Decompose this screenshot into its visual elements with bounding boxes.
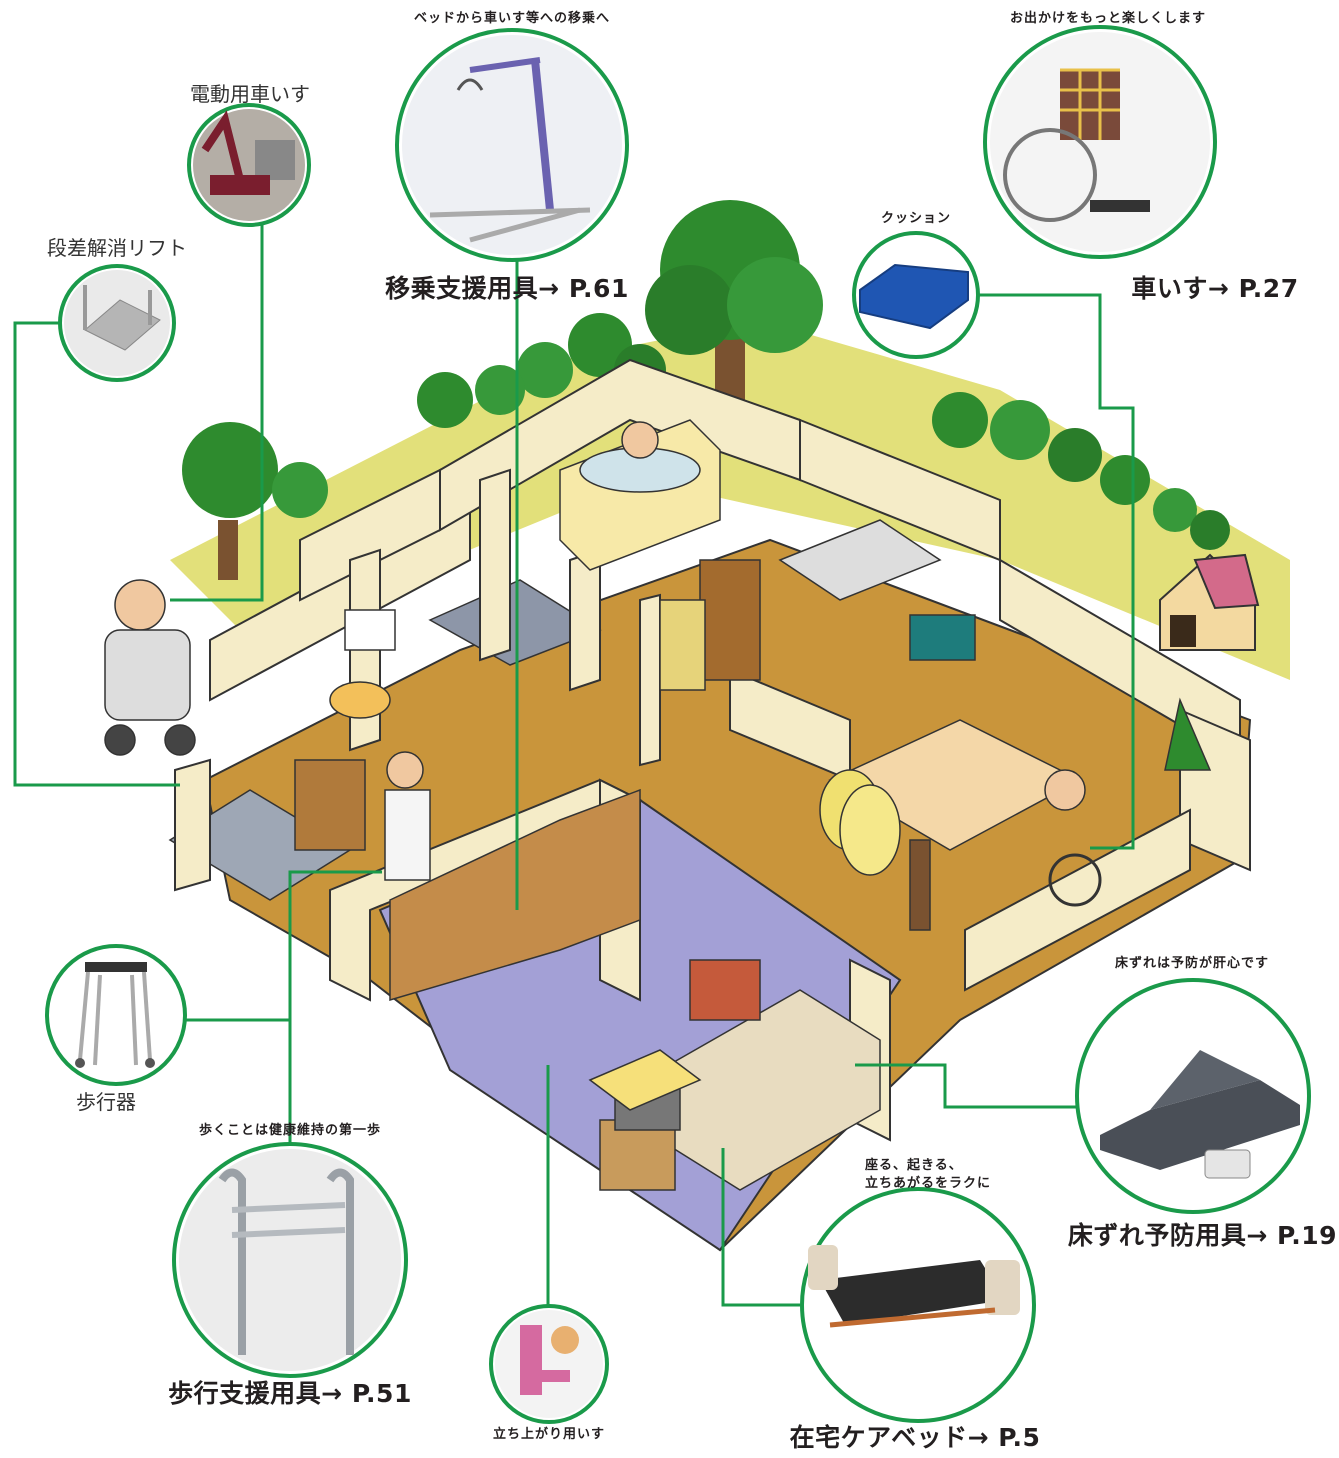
hedge-row [932,392,1230,550]
dog-house-icon [1159,553,1260,651]
transfer-aid-link[interactable]: 移乗支援用具→ P.61 [385,274,629,303]
tree-icon [645,200,823,410]
step-lift-label: 段差解消リフト [47,236,187,260]
bedsore-aid-link[interactable]: 床ずれ予防用具→ P.19 [1067,1221,1337,1250]
wheelchair-icon[interactable] [983,25,1217,259]
bed-note-line2: 立ちあがるをラクに [865,1176,992,1191]
step-lift-icon[interactable] [58,264,176,382]
standing-chair-label: 立ち上がり用いす [492,1427,606,1442]
patient-lift-icon[interactable] [395,28,629,262]
transfer-note-caption: ベッドから車いす等への移乗へ [413,11,611,26]
mobility-scooter-icon[interactable] [187,103,311,227]
connector-step-lift [13,321,180,787]
pressure-mattress-icon[interactable] [1075,978,1311,1214]
connector-electric-wheelchair [170,225,264,602]
connector-lines [13,225,1135,1310]
home-care-bed-link[interactable]: 在宅ケアベッド→ P.5 [789,1423,1041,1452]
connector-home-care-bed [721,1148,800,1307]
rolling-walker-icon[interactable] [45,944,187,1086]
bedsore-note-caption: 床ずれは予防が肝心です [1114,956,1270,971]
tree-icon [182,422,328,580]
wheelchair-link[interactable]: 車いす→ P.27 [1131,274,1299,303]
outing-note-caption: お出かけをもっと楽しくします [1009,11,1207,26]
walker-label: 歩行器 [76,1090,136,1114]
cushion-icon[interactable] [852,231,980,359]
walking-frame-icon[interactable] [172,1142,408,1378]
standing-chair-icon[interactable] [489,1304,609,1424]
electric-wheelchair-label: 電動用車いす [190,82,310,106]
connector-walker [185,870,382,1022]
connector-wheelchair [978,293,1135,850]
walking-aid-link[interactable]: 歩行支援用具→ P.51 [168,1379,412,1408]
connector-bedsore-aid [855,1063,1080,1109]
cushion-label: クッション [880,211,952,226]
walking-note-caption: 歩くことは健康維持の第一歩 [198,1123,382,1138]
care-bed-icon[interactable] [800,1187,1036,1423]
furniture [104,419,1212,1191]
bed-note-line1: 座る、起きる、 [865,1158,963,1173]
